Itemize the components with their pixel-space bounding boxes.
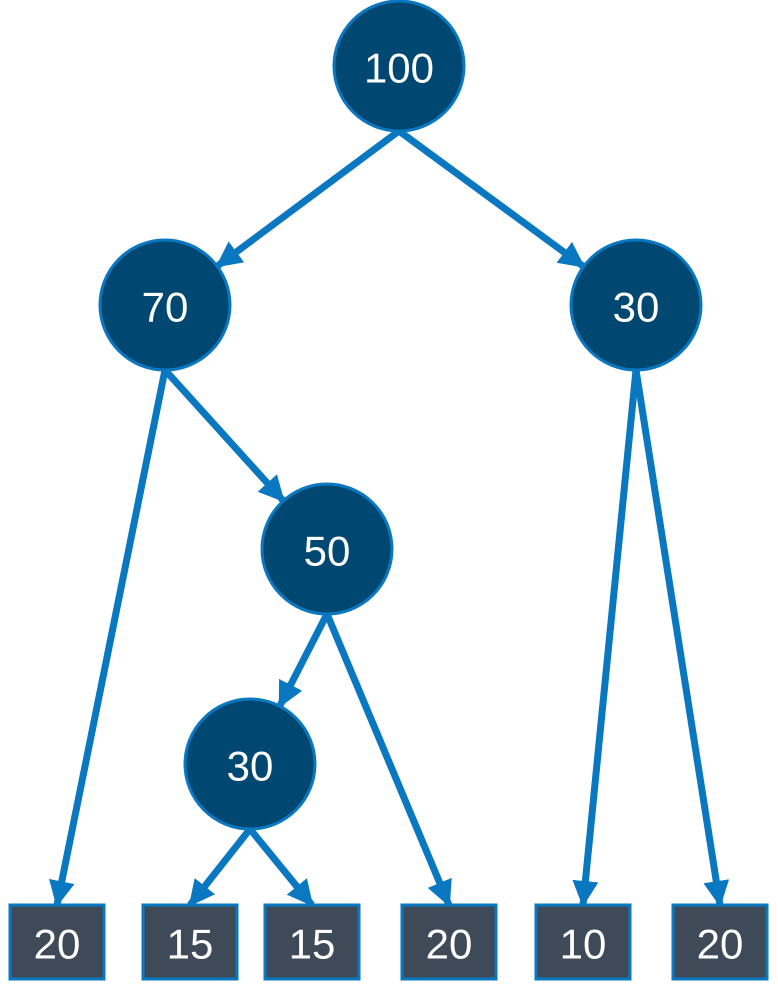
leaf-node-leaf-3: 15 <box>263 903 361 981</box>
edge-n-lower-to-leaf-2 <box>187 826 253 908</box>
tree-node-n-mid: 50 <box>260 482 394 616</box>
node-value: 30 <box>227 743 274 790</box>
edge-n-right-to-leaf-5 <box>572 369 640 907</box>
node-value: 30 <box>613 284 660 331</box>
leaf-node-leaf-1: 20 <box>8 903 106 981</box>
leaf-box <box>8 903 106 981</box>
leaf-node-leaf-4: 20 <box>400 903 498 981</box>
nodes: 100 70 30 50 30 20 15 15 20 10 20 <box>8 0 769 981</box>
leaf-value: 15 <box>289 921 336 968</box>
edge-n-mid-to-n-lower <box>276 612 331 708</box>
edges <box>49 128 730 908</box>
leaf-value: 20 <box>34 921 81 968</box>
node-value: 100 <box>364 45 434 92</box>
edge-n-mid-to-leaf-4 <box>323 612 453 907</box>
node-circle <box>332 0 466 133</box>
node-circle <box>183 697 317 831</box>
leaf-box <box>534 903 632 981</box>
leaf-box <box>141 903 239 981</box>
node-circle <box>569 238 703 372</box>
leaf-value: 10 <box>560 921 607 968</box>
edge-n-root-to-n-right <box>396 128 586 270</box>
node-circle <box>98 238 232 372</box>
tree-node-n-lower: 30 <box>183 697 317 831</box>
leaf-box <box>263 903 361 981</box>
leaf-node-leaf-2: 15 <box>141 903 239 981</box>
edge-n-right-to-leaf-6 <box>632 369 730 907</box>
leaf-box <box>671 903 769 981</box>
leaf-box <box>400 903 498 981</box>
tree-node-n-left: 70 <box>98 238 232 372</box>
edge-n-lower-to-leaf-3 <box>247 826 315 908</box>
node-value: 50 <box>304 528 351 575</box>
leaf-value: 15 <box>167 921 214 968</box>
node-value: 70 <box>142 284 189 331</box>
leaf-value: 20 <box>426 921 473 968</box>
leaf-value: 20 <box>697 921 744 968</box>
tree-node-n-right: 30 <box>569 238 703 372</box>
leaf-node-leaf-5: 10 <box>534 903 632 981</box>
edge-n-left-to-n-mid <box>162 367 286 504</box>
edge-n-left-to-leaf-1 <box>49 369 169 907</box>
leaf-node-leaf-6: 20 <box>671 903 769 981</box>
node-circle <box>260 482 394 616</box>
tree-node-n-root: 100 <box>332 0 466 133</box>
edge-n-root-to-n-left <box>215 128 402 270</box>
